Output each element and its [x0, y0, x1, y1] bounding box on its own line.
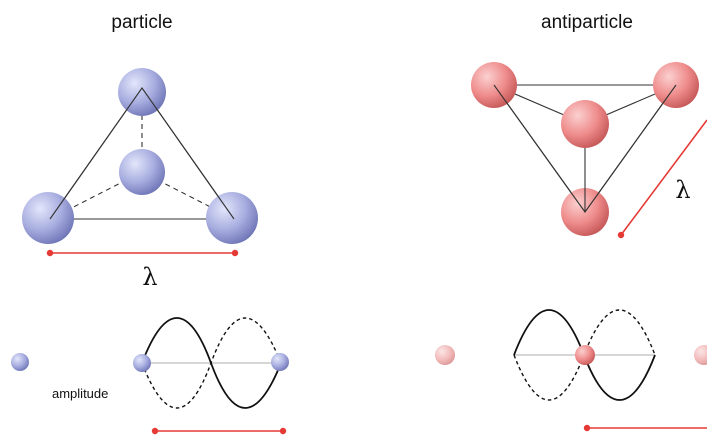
antiparticle-sphere-center [561, 100, 609, 148]
antiparticle-front-edges [493, 84, 677, 213]
particle-scale-dot-left [46, 249, 54, 257]
antiparticle-lone-sphere-left [435, 345, 455, 365]
particle-front-edges [49, 87, 235, 220]
particle-lone-sphere [11, 353, 29, 371]
antiparticle-wave-scale-dot [583, 424, 591, 432]
antiparticle-lone-sphere-right [694, 345, 707, 365]
particle-wave-scale-dot-right [279, 427, 287, 435]
antiparticle-tetrahedron [471, 62, 699, 236]
particle-wave-node-left [133, 354, 151, 372]
amplitude-label: amplitude [52, 386, 108, 401]
particle-wavelength-scale: λ [46, 249, 239, 291]
antiparticle-standing-wave [435, 309, 707, 432]
antiparticle-scale-dot [617, 231, 625, 239]
particle-title: particle [111, 12, 172, 33]
particle-wave-dashed [141, 317, 282, 409]
particle-sphere-left [22, 192, 74, 244]
antiparticle-wave-node-center [575, 345, 595, 365]
particle-standing-wave: amplitude [11, 317, 289, 435]
particle-scale-dot-right [231, 249, 239, 257]
particle-wave-scale-dot-left [151, 427, 159, 435]
antiparticle-scale-bar [620, 119, 707, 236]
particle-sphere-center [119, 149, 165, 195]
particle-lambda-label: λ [142, 263, 157, 291]
antiparticle-lambda-label: λ [675, 176, 690, 204]
particle-wave-node-right [271, 353, 289, 371]
particle-sphere-top [118, 68, 166, 116]
particle-tetrahedron [22, 68, 258, 244]
particle-sphere-right [206, 192, 258, 244]
antiparticle-title: antiparticle [541, 12, 633, 33]
antiparticle-wavelength-scale: λ [617, 119, 707, 239]
